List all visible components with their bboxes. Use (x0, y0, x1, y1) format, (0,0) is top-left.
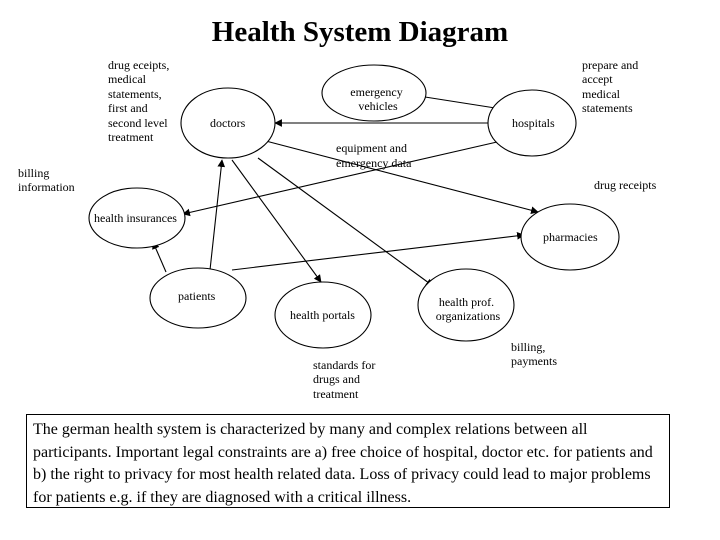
label-billing-payments: billing, payments (511, 340, 557, 368)
node-label-health-prof-organizations: health prof. organizations (436, 295, 501, 323)
label-standards: standards for drugs and treatment (313, 358, 378, 401)
label-billing-information: billing information (18, 166, 75, 194)
edge-patients-pharmacies (231, 232, 525, 271)
node-health-prof-organizations (417, 268, 515, 342)
edge-patients-insurances (152, 241, 167, 273)
node-health-portals (274, 281, 372, 349)
edge-doctors-prof-orgs (257, 157, 434, 287)
node-label-health-insurances: health insurances (94, 211, 177, 225)
label-prepare-accept: prepare and accept medical statements (582, 58, 641, 115)
edges (152, 96, 539, 287)
edge-doctors-portals (231, 159, 322, 283)
node-hospitals (487, 89, 577, 157)
node-patients (149, 267, 247, 329)
node-pharmacies (520, 203, 620, 271)
node-label-pharmacies: pharmacies (543, 230, 598, 244)
page-title: Health System Diagram (211, 16, 509, 48)
edge-hospitals-insurances (182, 141, 498, 217)
node-label-doctors: doctors (210, 116, 246, 130)
node-label-health-portals: health portals (290, 308, 355, 322)
label-drug-receipts-right: drug receipts (594, 178, 657, 192)
label-drug-receipts-left: drug eceipts, medical statements, first … (108, 58, 172, 144)
node-label-hospitals: hospitals (512, 116, 555, 130)
node-emergency-vehicles (321, 64, 427, 122)
caption-box: The german health system is characterize… (26, 414, 670, 508)
label-equipment-emergency-data: equipment and emergency data (336, 141, 412, 170)
node-doctors (180, 87, 276, 159)
node-label-emergency-vehicles: emergency vehicles (350, 85, 405, 113)
node-label-patients: patients (178, 289, 216, 303)
node-health-insurances (88, 187, 186, 249)
edge-patients-doctors (209, 159, 226, 271)
edge-doctors-pharmacies (261, 139, 539, 214)
